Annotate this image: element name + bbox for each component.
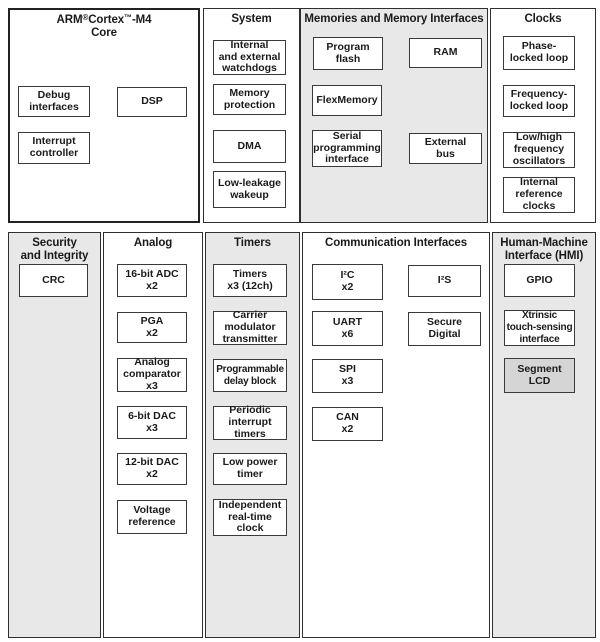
- system-title: System: [231, 13, 272, 25]
- hmi-title: Human-Machine Interface (HMI): [500, 237, 588, 262]
- clocks-title: Clocks: [524, 13, 562, 25]
- box-dma: DMA: [213, 130, 286, 163]
- box-crc: CRC: [19, 264, 88, 297]
- box-can: CAN x2: [312, 407, 383, 441]
- box-secure-digital: Secure Digital: [408, 312, 481, 346]
- box-i2c: I²C x2: [312, 264, 383, 300]
- panel-memories: Memories and Memory Interfaces Program f…: [300, 8, 488, 223]
- arm-title-text: ARM: [56, 14, 83, 26]
- box-external-bus: External bus: [409, 133, 482, 164]
- panel-communication-interfaces: Communication Interfaces I²C x2 I²S UART…: [302, 232, 490, 638]
- box-i2s: I²S: [408, 265, 481, 297]
- box-timers-x3: Timers x3 (12ch): [213, 264, 287, 297]
- cortex-title-text: Cortex: [88, 14, 125, 26]
- core-title-line2: Core: [91, 27, 117, 39]
- box-internal-reference-clocks: Internal reference clocks: [503, 176, 575, 213]
- box-low-leakage-wakeup: Low-leakage wakeup: [213, 171, 286, 208]
- box-flexmemory: FlexMemory: [312, 85, 382, 116]
- box-xtrinsic-touch-sensing: Xtrinsic touch-sensing interface: [504, 310, 575, 346]
- box-pga: PGA x2: [117, 312, 187, 343]
- panel-system: System Internal and external watchdogs M…: [203, 8, 300, 223]
- trademark-symbol: ™: [124, 13, 132, 22]
- panel-hmi: Human-Machine Interface (HMI) GPIO Xtrin…: [492, 232, 596, 638]
- box-voltage-reference: Voltage reference: [117, 500, 187, 534]
- panel-clocks: Clocks Phase- locked loop Frequency- loc…: [490, 8, 596, 223]
- analog-title: Analog: [133, 237, 173, 249]
- box-internal-external-watchdogs: Internal and external watchdogs: [213, 39, 286, 75]
- box-segment-lcd: Segment LCD: [504, 358, 575, 393]
- box-program-flash: Program flash: [313, 37, 383, 70]
- box-spi: SPI x3: [312, 359, 383, 393]
- box-phase-locked-loop: Phase- locked loop: [503, 36, 575, 70]
- m4-title-text: -M4: [131, 14, 152, 26]
- timers-title: Timers: [234, 237, 271, 249]
- memories-title: Memories and Memory Interfaces: [304, 13, 484, 25]
- communication-title: Communication Interfaces: [324, 237, 468, 249]
- box-analog-comparator: Analog comparator x3: [117, 356, 187, 392]
- panel-analog: Analog 16-bit ADC x2 PGA x2 Analog compa…: [103, 232, 203, 638]
- box-serial-programming-interface: Serial programming interface: [312, 129, 382, 167]
- box-6bit-dac: 6-bit DAC x3: [117, 406, 187, 439]
- security-title: Security and Integrity: [20, 237, 89, 262]
- box-debug-interfaces: Debug interfaces: [18, 86, 90, 117]
- box-low-power-timer: Low power timer: [213, 453, 287, 485]
- box-12bit-dac: 12-bit DAC x2: [117, 453, 187, 485]
- box-ram: RAM: [409, 38, 482, 68]
- panel-timers: Timers Timers x3 (12ch) Carrier modulato…: [205, 232, 300, 638]
- box-programmable-delay-block: Programmable delay block: [213, 359, 287, 392]
- box-frequency-locked-loop: Frequency- locked loop: [503, 85, 575, 117]
- panel-security-integrity: Security and Integrity CRC: [8, 232, 101, 638]
- box-dsp: DSP: [117, 87, 187, 117]
- box-periodic-interrupt-timers: Periodic interrupt timers: [213, 404, 287, 440]
- box-gpio: GPIO: [504, 264, 575, 297]
- registered-symbol: ®: [82, 13, 89, 22]
- box-uart: UART x6: [312, 311, 383, 346]
- box-interrupt-controller: Interrupt controller: [18, 132, 90, 164]
- box-independent-rtc: Independent real-time clock: [213, 499, 287, 536]
- box-memory-protection: Memory protection: [213, 84, 286, 115]
- box-16bit-adc: 16-bit ADC x2: [117, 264, 187, 297]
- box-oscillators: Low/high frequency oscillators: [503, 131, 575, 168]
- box-carrier-modulator-transmitter: Carrier modulator transmitter: [213, 309, 287, 345]
